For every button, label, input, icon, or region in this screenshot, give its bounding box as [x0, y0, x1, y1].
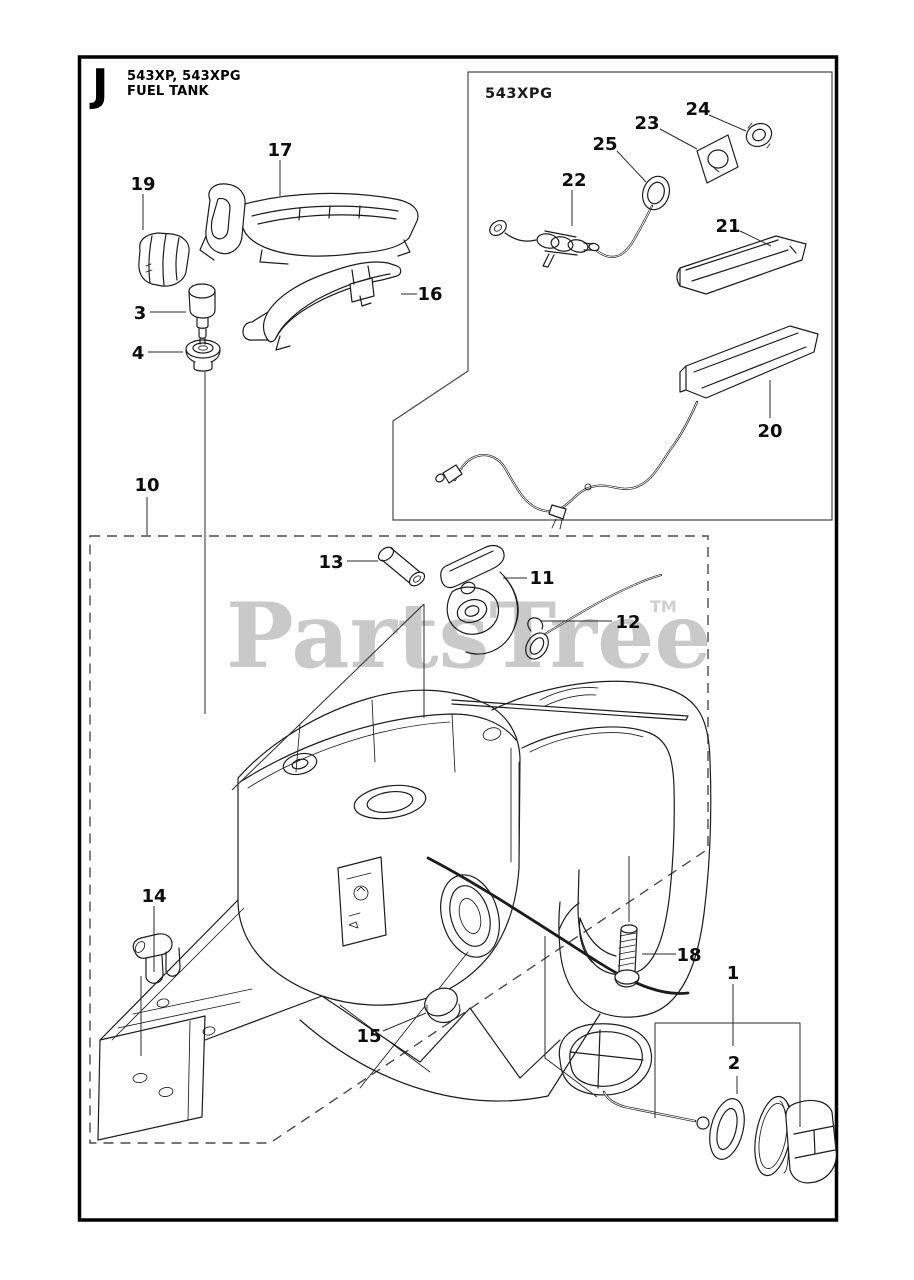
part-3-drawing	[188, 283, 216, 345]
inset-box	[392, 71, 833, 521]
callout-10[interactable]: 10	[134, 475, 159, 496]
part-1-drawing	[558, 1023, 837, 1184]
part-2-drawing	[709, 1098, 745, 1160]
callout-1[interactable]: 1	[727, 963, 740, 984]
part-19-drawing	[138, 232, 190, 287]
leader-18	[628, 856, 676, 955]
callout-25[interactable]: 25	[592, 134, 617, 155]
part-20-drawing	[435, 325, 819, 530]
part-25-drawing	[641, 175, 671, 211]
callout-3[interactable]: 3	[134, 303, 147, 324]
part-4-drawing	[185, 339, 221, 372]
leader-24	[708, 114, 747, 132]
assembly-boundary-dashed	[89, 535, 709, 1144]
part-22-drawing	[489, 204, 654, 268]
callout-15[interactable]: 15	[356, 1026, 381, 1047]
leader-23	[659, 128, 698, 150]
callout-22[interactable]: 22	[561, 170, 586, 191]
callout-11[interactable]: 11	[529, 568, 554, 589]
part-18-drawing	[614, 924, 640, 988]
callout-14[interactable]: 14	[141, 886, 166, 907]
callout-21[interactable]: 21	[715, 216, 740, 237]
leader-1-bracket	[654, 984, 801, 1127]
callout-12[interactable]: 12	[615, 612, 640, 633]
diagram-title: FUEL TANK	[127, 84, 210, 99]
leader-lines	[140, 114, 801, 1127]
part-13-drawing	[377, 546, 426, 587]
leader-25	[616, 150, 647, 183]
leader-14	[140, 906, 155, 1056]
part-17-drawing	[199, 183, 419, 265]
leader-21	[739, 230, 772, 247]
part-11-drawing	[440, 544, 519, 655]
section-letter: J	[89, 60, 108, 111]
watermark-tm: TM	[650, 597, 677, 616]
part-21-drawing	[676, 235, 807, 295]
callout-18[interactable]: 18	[676, 945, 701, 966]
callout-16[interactable]: 16	[417, 284, 442, 305]
part-14-drawing	[132, 933, 181, 984]
callout-19[interactable]: 19	[130, 174, 155, 195]
callout-17[interactable]: 17	[267, 140, 292, 161]
leader-cap-location	[231, 603, 425, 791]
part-16-drawing	[242, 261, 402, 351]
inset-title: 543XPG	[485, 86, 553, 102]
part-15-drawing	[424, 987, 461, 1024]
callout-24[interactable]: 24	[685, 99, 710, 120]
callout-2[interactable]: 2	[728, 1053, 741, 1074]
callout-23[interactable]: 23	[634, 113, 659, 134]
callout-4[interactable]: 4	[132, 343, 145, 364]
part-24-drawing	[745, 122, 773, 149]
model-title: 543XP, 543XPG	[127, 69, 241, 84]
part-23-drawing	[696, 134, 739, 184]
part-10-tank-assembly-drawing	[97, 680, 712, 1141]
page-frame	[77, 55, 839, 1222]
callout-13[interactable]: 13	[318, 552, 343, 573]
leader-retainer	[544, 936, 598, 1098]
callout-20[interactable]: 20	[757, 421, 782, 442]
watermark-text: PartsTree	[226, 583, 712, 689]
leader-15	[382, 1012, 427, 1032]
